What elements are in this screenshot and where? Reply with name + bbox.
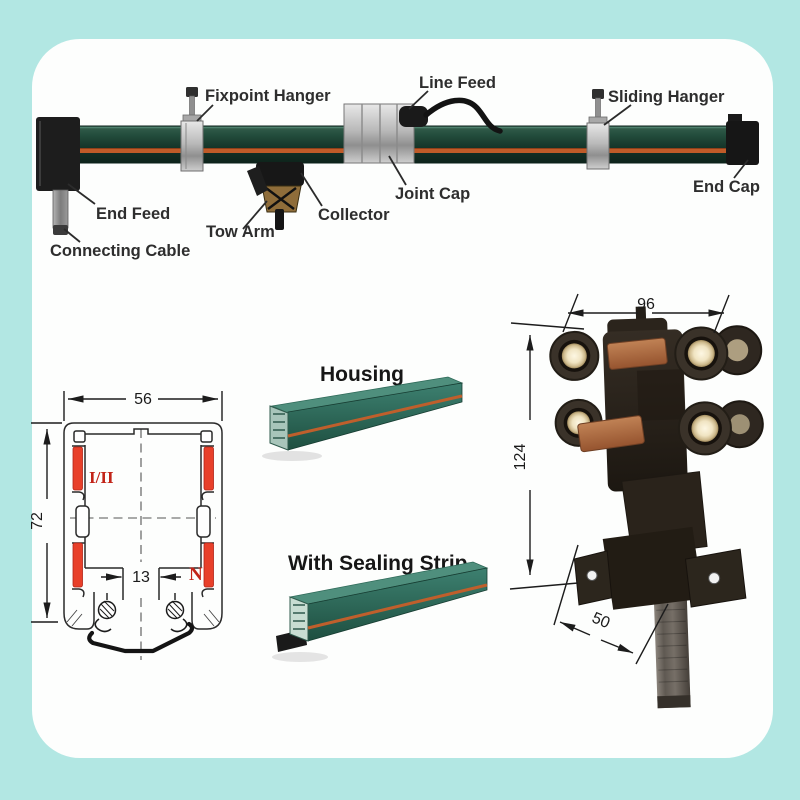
dim-trolley-96: 96 — [637, 296, 655, 313]
dim-trolley-50: 50 — [589, 610, 612, 633]
sealing-strip-view: With Sealing Strip — [272, 552, 489, 662]
cross-section-dimensions: 56 72 13 — [29, 391, 223, 623]
connecting-cable-part — [52, 189, 69, 235]
label-phase-conductor: I/II — [89, 468, 114, 487]
fixpoint-hanger-part — [180, 87, 204, 172]
copper-contacts — [577, 337, 668, 453]
line-feed-cable — [399, 97, 503, 134]
rail-assembly-diagram: Fixpoint Hanger Line Feed Sliding Hanger… — [36, 74, 760, 260]
dim-slot-13: 13 — [132, 569, 150, 586]
leader-lines — [63, 90, 749, 243]
dim-width-56: 56 — [134, 391, 152, 408]
conductor-strips — [72, 446, 214, 588]
trolley-photo — [549, 306, 764, 709]
sliding-hanger-part — [586, 89, 610, 170]
label-tow-arm: Tow Arm — [206, 223, 275, 241]
trolley-pole — [653, 593, 691, 709]
label-joint-cap: Joint Cap — [395, 185, 470, 203]
label-line-feed: Line Feed — [419, 74, 496, 92]
profile-outline — [63, 422, 223, 592]
label-end-cap: End Cap — [693, 178, 760, 196]
label-neutral-conductor: N — [189, 564, 203, 585]
cross-section-drawing: 56 72 13 I/II N — [29, 391, 223, 660]
dim-height-72: 72 — [29, 512, 46, 530]
end-feed-block — [36, 117, 80, 191]
dim-trolley-124: 124 — [512, 444, 529, 471]
label-collector: Collector — [318, 206, 390, 224]
center-lines — [70, 429, 216, 660]
housing-title: Housing — [320, 363, 404, 386]
housing-orange-stripe — [287, 394, 463, 438]
label-fixpoint-hanger: Fixpoint Hanger — [205, 87, 331, 105]
end-cap-part — [726, 114, 759, 165]
housing-view: Housing — [262, 363, 464, 461]
sealing-orange-stripe — [307, 583, 488, 630]
sealing-title: With Sealing Strip — [288, 552, 467, 575]
trolley-base — [573, 526, 747, 610]
profile-interior — [72, 428, 214, 600]
label-connecting-cable: Connecting Cable — [50, 242, 190, 260]
label-end-feed: End Feed — [96, 205, 170, 223]
seal-assembly — [87, 600, 195, 654]
collector-part — [256, 162, 304, 213]
label-sliding-hanger: Sliding Hanger — [608, 88, 725, 106]
tow-arm-part — [247, 166, 284, 230]
trolley-dimensions: 96 124 50 — [509, 293, 730, 665]
